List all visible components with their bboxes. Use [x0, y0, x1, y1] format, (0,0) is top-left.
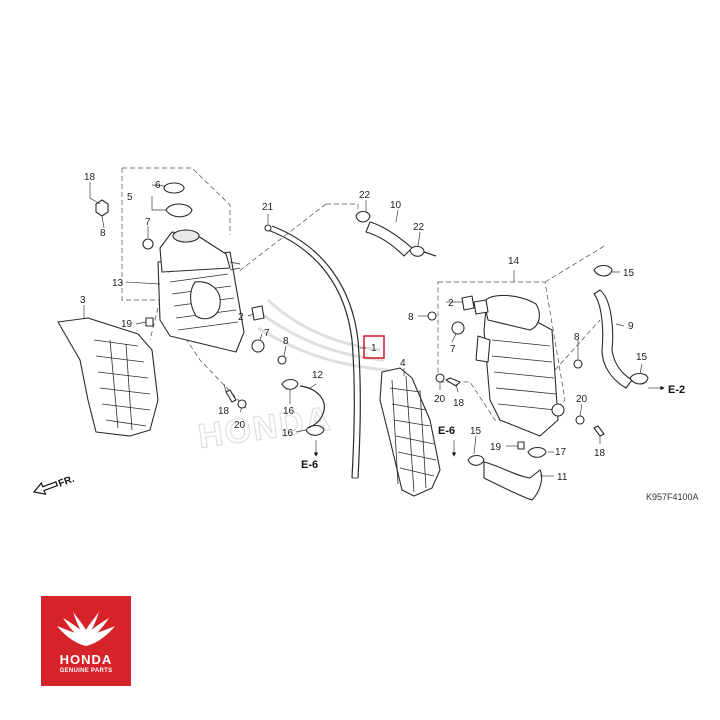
callout-17: 17	[555, 447, 567, 458]
ref-e6: E-6	[301, 459, 318, 471]
leader-lines	[83, 182, 665, 477]
assembly-frames	[121, 167, 607, 421]
callout-19: 19	[490, 442, 502, 453]
overflow-tube	[264, 224, 361, 479]
honda-logo: HONDA GENUINE PARTS	[41, 596, 131, 686]
clamp-15-b	[629, 372, 649, 385]
hose-12	[299, 385, 325, 429]
right-fasteners	[427, 264, 649, 501]
callout-19: 19	[121, 319, 133, 330]
callout-13: 13	[112, 278, 124, 289]
callout-20: 20	[234, 420, 246, 431]
center-grille	[379, 367, 441, 497]
callout-16: 16	[283, 406, 295, 417]
left-shroud	[57, 317, 159, 437]
callout-8: 8	[408, 312, 414, 323]
callout-3: 3	[80, 295, 86, 306]
logo-brand: HONDA	[59, 652, 113, 667]
hose-9	[593, 289, 633, 389]
callout-16: 16	[282, 428, 294, 439]
callout-10: 10	[390, 200, 402, 211]
collar-8-right	[427, 311, 437, 321]
washer-20-left	[237, 399, 247, 409]
cap-5	[165, 203, 193, 218]
grommet-7-left-b	[251, 339, 265, 353]
ref-e6: E-6	[438, 425, 455, 437]
callout-18: 18	[453, 398, 465, 409]
callout-6: 6	[155, 180, 161, 191]
grommet-7-left	[142, 238, 154, 250]
left-radiator	[157, 229, 245, 353]
callout-20: 20	[434, 394, 446, 405]
callout-8: 8	[100, 228, 106, 239]
callout-15: 15	[623, 268, 635, 279]
callout-2: 2	[238, 312, 244, 323]
callout-7: 7	[450, 344, 456, 355]
hose-11	[483, 461, 543, 501]
bolt-18-left	[225, 389, 237, 403]
radiator-cap-neck-left	[172, 229, 200, 243]
callout-4: 4	[400, 358, 406, 369]
clamp-15-c	[467, 454, 485, 466]
logo-tagline: GENUINE PARTS	[59, 668, 113, 674]
right-radiator	[473, 294, 559, 437]
clip-21	[264, 224, 272, 232]
cap-6	[163, 182, 185, 194]
rubber-2-right	[461, 295, 475, 311]
callout-11: 11	[557, 472, 568, 483]
callout-22: 22	[359, 190, 371, 201]
clip-19-right	[517, 441, 525, 450]
callout-9: 9	[628, 321, 634, 332]
callout-7: 7	[264, 328, 270, 339]
clamp-22-a	[355, 210, 371, 223]
clamp-16-a	[281, 378, 299, 390]
grommet-7-right-b	[551, 403, 565, 417]
clamp-22-b	[409, 245, 425, 257]
callout-14: 14	[508, 256, 520, 267]
clip-19-left	[145, 317, 154, 327]
washer-20-right-a	[435, 373, 445, 383]
callout-12: 12	[312, 370, 324, 381]
drawing-code: K957F4100A	[646, 492, 699, 502]
bolt-18-right-a	[445, 377, 461, 387]
section-refs: E-6 E-6 E-2	[301, 384, 685, 471]
callout-7: 7	[145, 217, 151, 228]
clamp-16-b	[305, 424, 325, 436]
front-direction-arrow: FR.	[32, 474, 76, 496]
callout-21: 21	[262, 202, 274, 213]
callout-15: 15	[636, 352, 648, 363]
arrow-icon	[32, 481, 59, 496]
washer-20-right-b	[575, 415, 585, 425]
clamp-17	[527, 446, 547, 458]
callout-18: 18	[594, 448, 606, 459]
callout-8: 8	[283, 336, 289, 347]
grommet-7-right	[451, 321, 465, 335]
callout-15: 15	[470, 426, 482, 437]
callout-22: 22	[413, 222, 425, 233]
hose-10	[355, 210, 437, 257]
bolt-18-right-b	[593, 425, 605, 437]
wing-icon	[57, 612, 115, 646]
callout-8: 8	[574, 332, 580, 343]
highlight-box	[363, 335, 385, 359]
direction-label: FR.	[57, 474, 76, 490]
callout-5: 5	[127, 192, 133, 203]
callout-2: 2	[448, 298, 454, 309]
collar-8-left	[277, 355, 287, 365]
collar-8-right-b	[573, 359, 583, 369]
callout-18: 18	[84, 172, 96, 183]
callout-20: 20	[576, 394, 588, 405]
callout-18: 18	[218, 406, 230, 417]
clamp-15-a	[593, 264, 613, 277]
callout-labels: 18 8 6 5 7 13 3 19 21 22 10 22 2 7 8 12 …	[80, 172, 648, 483]
rubber-2-left	[251, 305, 265, 321]
highlighted-callout[interactable]: 1	[363, 335, 385, 359]
callout-1: 1	[371, 343, 377, 354]
ref-e2: E-2	[668, 384, 685, 396]
